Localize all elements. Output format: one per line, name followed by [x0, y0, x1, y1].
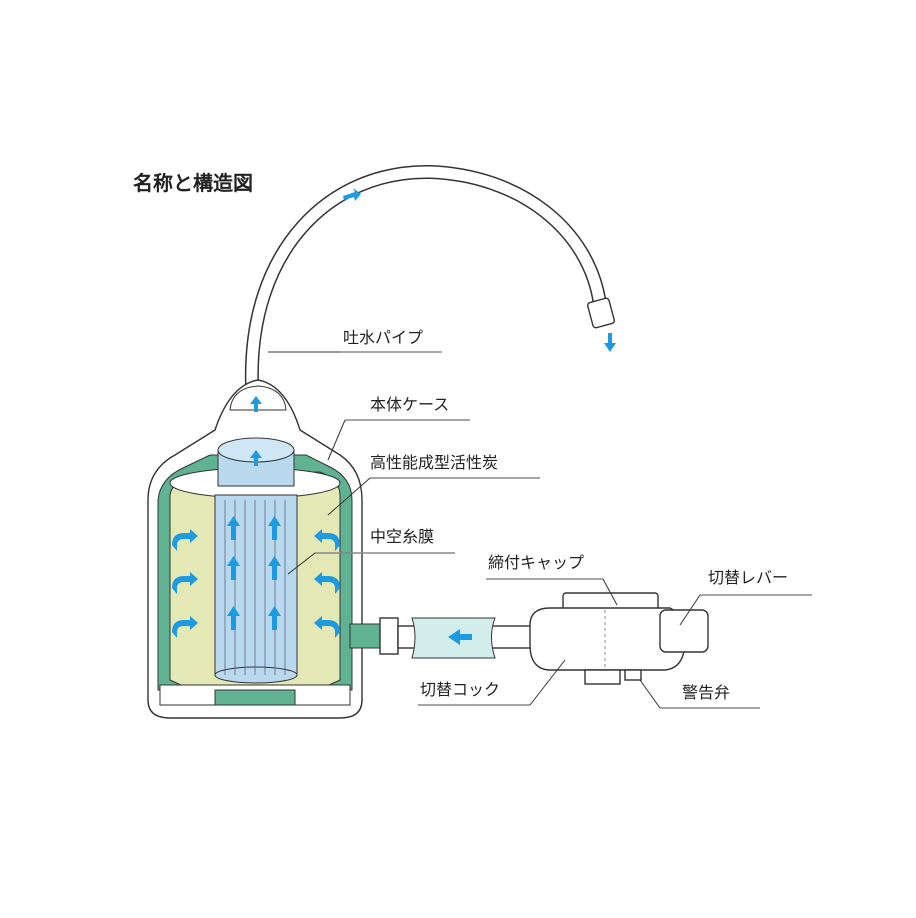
label-warning-valve: 警告弁: [639, 679, 760, 709]
label-text: 本体ケース: [370, 395, 449, 414]
label-body-case: 本体ケース: [327, 395, 470, 461]
faucet-switch-unit: [529, 592, 709, 685]
spout-pipe: [244, 164, 616, 386]
label-text: 吐水パイプ: [343, 328, 423, 347]
inlet-hose: [349, 617, 539, 659]
switch-lever: [659, 609, 709, 653]
hollow-fiber-membrane: [214, 437, 298, 684]
label-text: 締付キャップ: [488, 553, 584, 572]
label-text: 切替コック: [420, 680, 500, 699]
label-spout-pipe: 吐水パイプ: [268, 328, 442, 353]
label-text: 高性能成型活性炭: [370, 453, 498, 472]
label-text: 警告弁: [682, 683, 730, 702]
warning-valve: [624, 669, 642, 681]
filter-body: [147, 379, 363, 719]
label-text: 中空糸膜: [370, 527, 434, 546]
diagram-title: 名称と構造図: [133, 171, 253, 195]
label-clamp-cap: 締付キャップ: [486, 553, 618, 606]
flow-arrow-icon: [604, 333, 616, 352]
label-text: 切替レバー: [708, 568, 788, 587]
nozzle: [586, 297, 616, 329]
flow-arrow-icon: [343, 188, 361, 201]
flow-arrows: [172, 396, 340, 638]
label-switch-cock: 切替コック: [418, 659, 566, 706]
label-activated-carbon: 高性能成型活性炭: [327, 453, 540, 516]
label-hollow-fiber: 中空糸膜: [287, 527, 455, 575]
label-switch-lever: 切替レバー: [679, 568, 812, 626]
